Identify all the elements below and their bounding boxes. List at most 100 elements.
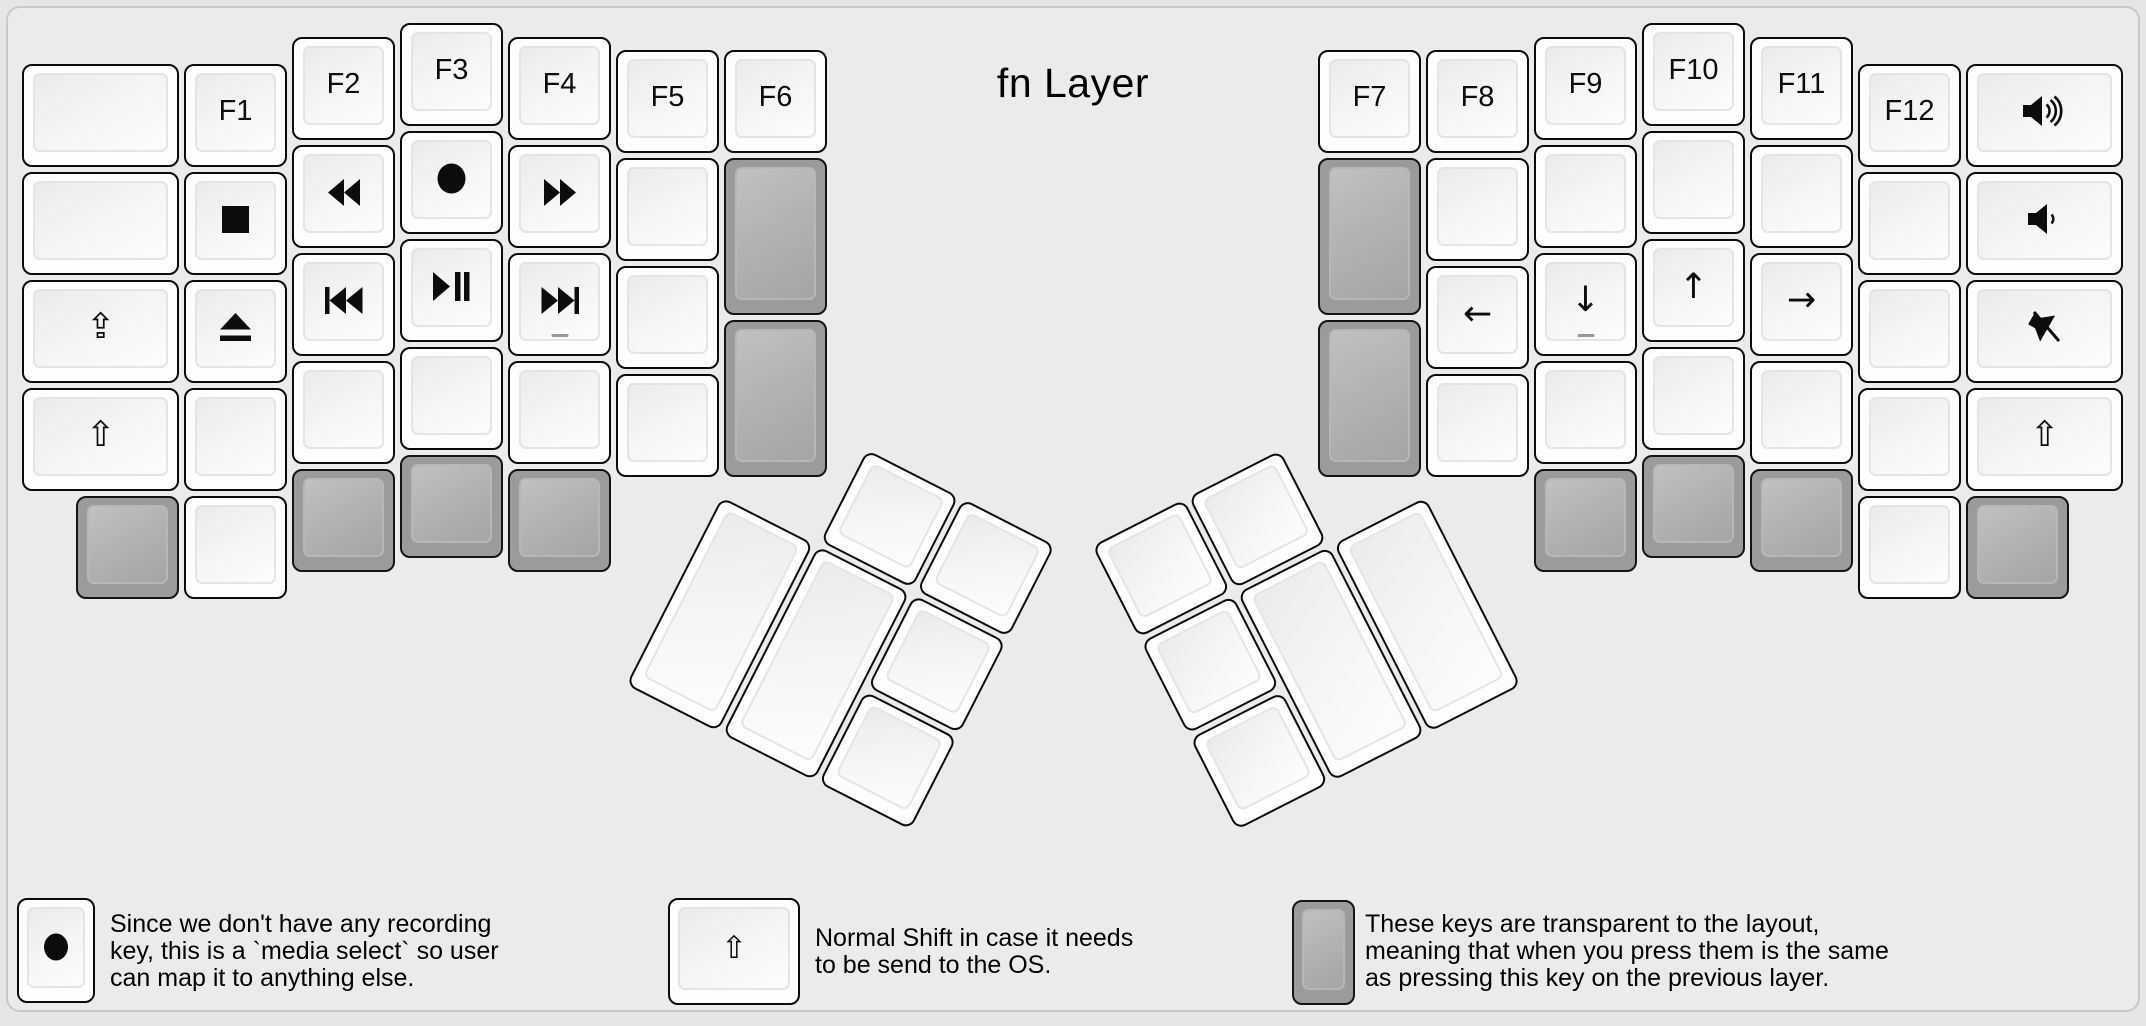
- keycap-face: [1761, 477, 1842, 557]
- key-f3[interactable]: F3: [400, 23, 503, 126]
- key-blank[interactable]: [1534, 360, 1637, 464]
- keycap-face: [411, 32, 492, 111]
- key-arrow-down[interactable]: ↓: [1534, 252, 1637, 356]
- key-stop[interactable]: [184, 171, 287, 275]
- record-icon: [19, 900, 93, 993]
- homing-bar: [1577, 333, 1594, 337]
- key-blank[interactable]: [1858, 279, 1961, 383]
- key-previous-track[interactable]: [292, 252, 395, 356]
- key-transparent[interactable]: [1318, 320, 1421, 477]
- key-arrow-right[interactable]: →: [1750, 252, 1853, 356]
- arrow-down-icon: ↓: [1570, 280, 1601, 320]
- key-transparent[interactable]: [1642, 455, 1745, 558]
- key-transparent[interactable]: [724, 320, 827, 477]
- key-label: F12: [1884, 94, 1935, 127]
- key-f7[interactable]: F7: [1318, 50, 1421, 153]
- mute-icon: [1968, 282, 2121, 373]
- key-arrow-left[interactable]: ←: [1426, 266, 1529, 369]
- next-track-icon: [510, 255, 609, 346]
- keycap-face: [195, 396, 276, 476]
- key-transparent[interactable]: [724, 158, 827, 315]
- caps-lock-icon: ⇪: [85, 307, 116, 347]
- key-blank[interactable]: [1642, 347, 1745, 450]
- key-transparent[interactable]: [1534, 468, 1637, 572]
- key-blank[interactable]: [400, 347, 503, 450]
- key-transparent[interactable]: [508, 468, 611, 572]
- key-transparent[interactable]: [1318, 158, 1421, 315]
- key-f10[interactable]: F10: [1642, 23, 1745, 126]
- key-next-track[interactable]: [508, 252, 611, 356]
- key-shift[interactable]: ⇧: [22, 387, 179, 491]
- key-blank[interactable]: [1750, 360, 1853, 464]
- key-blank[interactable]: [616, 158, 719, 261]
- layer-title: fn Layer: [996, 60, 1150, 106]
- play-pause-icon: [402, 241, 501, 332]
- arrow-left-icon: ←: [1462, 293, 1493, 334]
- key-blank[interactable]: [1642, 131, 1745, 234]
- keycap-face: [1977, 72, 2112, 152]
- key-f11[interactable]: F11: [1750, 36, 1853, 140]
- key-caps-lock[interactable]: ⇪: [22, 279, 179, 383]
- key-blank[interactable]: [616, 266, 719, 369]
- key-label: F8: [1460, 81, 1495, 113]
- volume-up-icon: [1968, 66, 2121, 157]
- key-blank[interactable]: [292, 360, 395, 464]
- keycap-face: [1653, 140, 1734, 219]
- key-blank[interactable]: [1858, 495, 1961, 599]
- key-blank[interactable]: [22, 171, 179, 275]
- key-blank[interactable]: [184, 495, 287, 599]
- key-blank[interactable]: [1426, 374, 1529, 477]
- key-f6[interactable]: F6: [724, 50, 827, 153]
- keycap-face: [1545, 477, 1626, 557]
- key-blank[interactable]: [1858, 171, 1961, 275]
- key-shift[interactable]: ⇧: [1966, 387, 2123, 491]
- key-blank[interactable]: [508, 360, 611, 464]
- keycap-face: [1869, 180, 1950, 260]
- keycap-face: [735, 329, 816, 462]
- key-mute[interactable]: [1966, 279, 2123, 383]
- key-label: F11: [1777, 67, 1826, 100]
- key-blank[interactable]: [1534, 144, 1637, 248]
- key-blank[interactable]: [1426, 158, 1529, 261]
- key-blank[interactable]: [22, 63, 179, 167]
- keycap-face: [1653, 356, 1734, 435]
- key-fast-forward[interactable]: [508, 144, 611, 248]
- key-arrow-up[interactable]: ↑: [1642, 239, 1745, 342]
- keycap-face: [1869, 72, 1950, 152]
- key-blank[interactable]: [1750, 144, 1853, 248]
- key-f1[interactable]: F1: [184, 63, 287, 167]
- key-f9[interactable]: F9: [1534, 36, 1637, 140]
- key-record[interactable]: [400, 131, 503, 234]
- arrow-right-icon: →: [1786, 280, 1817, 320]
- keycap-face: [627, 167, 708, 246]
- keycap-face: [678, 907, 790, 990]
- key-label: F3: [434, 54, 469, 86]
- key-transparent[interactable]: [292, 468, 395, 572]
- record-key-icon: [17, 898, 95, 1003]
- key-blank[interactable]: [1858, 387, 1961, 491]
- keycap-face: [87, 504, 168, 584]
- key-transparent[interactable]: [400, 455, 503, 558]
- key-f12[interactable]: F12: [1858, 63, 1961, 167]
- key-blank[interactable]: [616, 374, 719, 477]
- key-volume-down[interactable]: [1966, 171, 2123, 275]
- key-f2[interactable]: F2: [292, 36, 395, 140]
- key-label: F9: [1568, 67, 1603, 100]
- keycap-face: [33, 72, 168, 152]
- key-rewind[interactable]: [292, 144, 395, 248]
- key-transparent[interactable]: [1750, 468, 1853, 572]
- keycap-face: [1545, 153, 1626, 233]
- keycap-face: [1329, 329, 1410, 462]
- key-blank[interactable]: [184, 387, 287, 491]
- key-transparent[interactable]: [1966, 495, 2069, 599]
- key-f4[interactable]: F4: [508, 36, 611, 140]
- key-eject[interactable]: [184, 279, 287, 383]
- key-f8[interactable]: F8: [1426, 50, 1529, 153]
- keycap-face: [519, 369, 600, 449]
- key-transparent[interactable]: [76, 495, 179, 599]
- key-volume-up[interactable]: [1966, 63, 2123, 167]
- key-f5[interactable]: F5: [616, 50, 719, 153]
- key-play-pause[interactable]: [400, 239, 503, 342]
- keycap-face: [195, 504, 276, 584]
